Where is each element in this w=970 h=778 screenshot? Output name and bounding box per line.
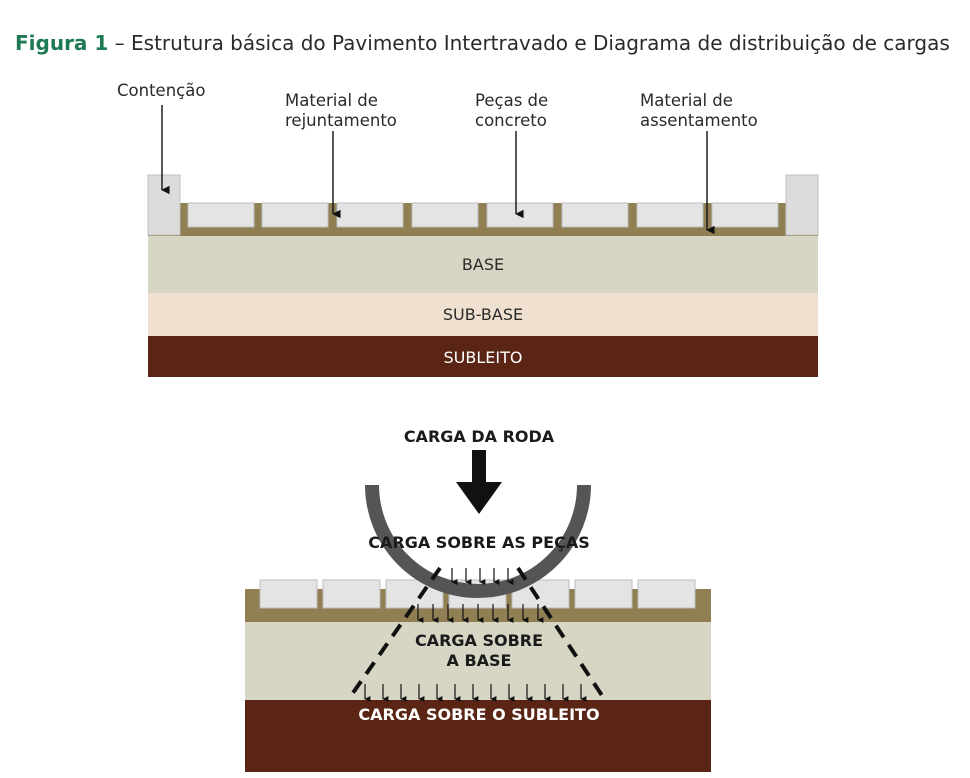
- load-layer-subleito: [245, 700, 711, 772]
- contencao-label: Contenção: [117, 81, 205, 100]
- right-curb: [785, 174, 819, 236]
- concrete-block: [574, 579, 633, 609]
- caption-dash: –: [108, 31, 131, 55]
- subleito-label: SUBLEITO: [444, 348, 523, 367]
- arrows-on-base: [417, 604, 544, 623]
- concrete-block: [711, 202, 779, 228]
- wheel-load-arrow-shaft: [472, 450, 486, 484]
- arrows-on-pieces: [451, 568, 514, 585]
- load-layer-base: [245, 621, 711, 700]
- sub-base-label: SUB-BASE: [443, 305, 523, 324]
- assentamento-label-line1: Material de: [640, 91, 733, 110]
- concrete-block: [637, 579, 696, 609]
- load-blocks-row: [259, 579, 696, 609]
- caption-number: Figura 1: [15, 31, 108, 55]
- assentamento-label-line2: assentamento: [640, 111, 758, 130]
- layer-subleito: [148, 336, 818, 377]
- rejuntamento-label-line1: Material de: [285, 91, 378, 110]
- concrete-block: [336, 202, 404, 228]
- caption-text: Estrutura básica do Pavimento Intertrava…: [131, 31, 950, 55]
- carga-base-label-line2: A BASE: [447, 651, 512, 670]
- concrete-block: [561, 202, 629, 228]
- arrows-on-subleito: [364, 684, 587, 702]
- figure-caption: Figura 1 – Estrutura básica do Pavimento…: [15, 31, 950, 55]
- rejuntamento-label-line2: rejuntamento: [285, 111, 397, 130]
- carga-subleito-label: CARGA SOBRE O SUBLEITO: [358, 705, 599, 724]
- layer-base: [148, 235, 818, 293]
- wheel-icon: [365, 484, 591, 598]
- concrete-block: [322, 579, 381, 609]
- carga-base-label-line1: CARGA SOBRE: [415, 631, 543, 650]
- left-curb: [147, 174, 181, 236]
- load-distribution-diagram: CARGA DA RODA CARGA SOBRE AS PEÇAS CARGA…: [245, 427, 711, 772]
- base-label: BASE: [462, 255, 504, 274]
- layer-sub-base: [148, 293, 818, 336]
- pecas-label-line2: concreto: [475, 111, 547, 130]
- concrete-blocks-row: [187, 202, 779, 228]
- carga-roda-label: CARGA DA RODA: [404, 427, 555, 446]
- concrete-block: [259, 579, 318, 609]
- structure-diagram: BASE SUB-BASE SUBLEITO Contenção Materia…: [117, 81, 819, 377]
- wheel-load-arrow-head: [456, 482, 502, 514]
- carga-pecas-label: CARGA SOBRE AS PEÇAS: [368, 533, 589, 552]
- concrete-block: [411, 202, 479, 228]
- concrete-block: [261, 202, 329, 228]
- concrete-block: [636, 202, 704, 228]
- distribution-line-right: [516, 566, 607, 702]
- concrete-block: [187, 202, 255, 228]
- pecas-label-line1: Peças de: [475, 91, 548, 110]
- distribution-line-left: [346, 566, 442, 702]
- concrete-block: [486, 202, 554, 228]
